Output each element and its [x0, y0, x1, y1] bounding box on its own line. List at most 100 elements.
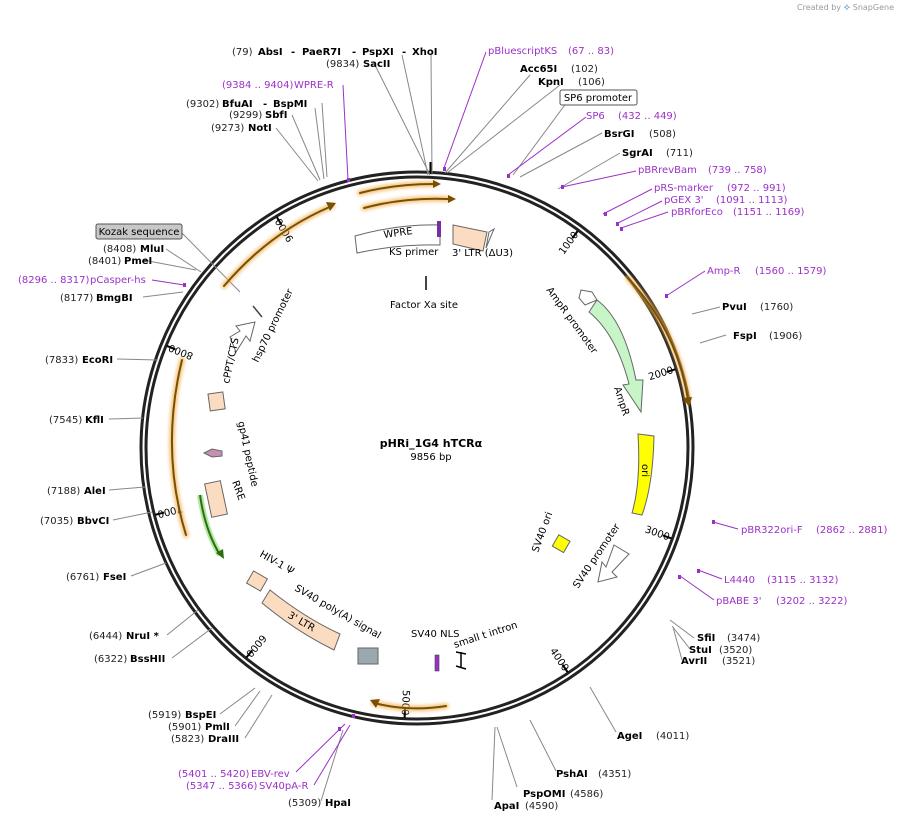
feature-label: small t intron	[453, 620, 519, 651]
site-name: PshAI	[556, 769, 588, 780]
svg-text:-: -	[402, 47, 406, 58]
site-pos: (1906)	[769, 331, 802, 342]
site-name: BspEI	[185, 710, 216, 721]
site-pos: (7833)	[45, 355, 78, 366]
site-pos: (5309)	[288, 798, 321, 809]
feature-label: 3' LTR (ΔU3)	[452, 248, 513, 259]
site-pos: (8408)	[103, 244, 136, 255]
site-name: SacII	[363, 59, 390, 70]
feature-shapes	[202, 221, 655, 672]
plasmid-name: pHRi_1G4 hTCRα	[380, 437, 483, 450]
green-arc	[197, 494, 224, 559]
tick-mark	[245, 649, 253, 658]
tick-mark	[571, 230, 579, 239]
site-name: AvrII	[681, 656, 707, 667]
boxed-label-kozak[interactable]: Kozak sequence	[95, 223, 183, 240]
feature-label: gp41 peptide	[235, 420, 260, 487]
primer-name: Amp-R	[707, 266, 741, 277]
site-name: FseI	[103, 572, 126, 583]
site-pos: (9302)	[186, 99, 219, 110]
sp6-promoter-label: SP6 promoter	[564, 93, 633, 104]
site-pos: (9834)	[326, 59, 359, 70]
site-name: PspXI	[362, 47, 394, 58]
site-name: HpaI	[325, 798, 351, 809]
site-pos: (4351)	[598, 769, 631, 780]
svg-text:-: -	[291, 47, 295, 58]
site-name: SfiI	[697, 633, 715, 644]
primer-name: pGEX 3'	[664, 195, 704, 206]
tick-label: 6000	[243, 632, 268, 659]
primer-range: (1560 .. 1579)	[755, 266, 827, 277]
tick-label: 5000	[399, 690, 411, 716]
tick-mark	[155, 511, 165, 516]
site-pos: (7188)	[47, 486, 80, 497]
site-pos: (4586)	[570, 789, 603, 800]
kozak-sequence-label: Kozak sequence	[99, 227, 180, 238]
site-name: KpnI	[538, 77, 564, 88]
primer-name: pBluescriptKS	[488, 46, 557, 57]
site-pos: (9299)	[229, 110, 262, 121]
site-name: XhoI	[412, 47, 437, 58]
snapgene-brand: Created by ⟡ SnapGene	[797, 2, 894, 13]
brand-prefix: Created by	[797, 3, 842, 12]
site-name: BbvCI	[77, 516, 109, 527]
primer-name: pBABE 3'	[716, 596, 762, 607]
primer-name: pCasper-hs	[90, 275, 146, 286]
site-pos: (4590)	[525, 801, 558, 812]
site-pos: (79)	[232, 47, 253, 58]
orf-arcs	[168, 180, 692, 712]
tick-mark	[276, 216, 283, 226]
svg-text:-: -	[263, 99, 267, 110]
site-name: PvuI	[722, 302, 747, 313]
site-name: BspMI	[273, 99, 307, 110]
site-pos: (5901)	[168, 722, 201, 733]
primer-labels[interactable]: pBluescriptKS (67 .. 83) SP6 (432 .. 449…	[18, 46, 888, 792]
tick-mark	[666, 368, 676, 373]
primer-connectors	[151, 51, 739, 786]
site-name: NotI	[248, 123, 272, 134]
primer-range: (739 .. 758)	[708, 165, 767, 176]
feature-label: Factor Xa site	[390, 300, 458, 311]
site-name: PaeR7I	[302, 47, 341, 58]
feature-label: hsp70 promoter	[251, 287, 296, 365]
primer-range: (972 .. 991)	[727, 183, 786, 194]
site-pos: (102)	[571, 64, 598, 75]
plasmid-backbone	[139, 170, 695, 726]
site-pos: (711)	[666, 148, 693, 159]
tick-label: 4000	[547, 646, 570, 673]
primer-name: EBV-rev	[251, 769, 290, 780]
site-name: AgeI	[617, 731, 642, 742]
tick-mark	[166, 345, 176, 351]
site-name: PspOMI	[523, 789, 565, 800]
site-name: KflI	[85, 415, 104, 426]
primer-range: (432 .. 449)	[618, 111, 677, 122]
primer-range: (1091 .. 1113)	[716, 195, 788, 206]
primer-name: WPRE-R	[294, 80, 334, 91]
primer-range: (2862 .. 2881)	[816, 525, 888, 536]
feature-label: WPRE	[383, 226, 413, 241]
site-name: BsrGI	[604, 129, 634, 140]
snapgene-logo-icon: ⟡	[843, 2, 851, 13]
site-pos: (7545)	[49, 415, 82, 426]
tick-label: 2000	[647, 365, 675, 383]
site-pos: (6444)	[89, 631, 122, 642]
site-pos: (5919)	[148, 710, 181, 721]
primer-range: (5347 .. 5366)	[186, 781, 258, 792]
site-pos: (4011)	[656, 731, 689, 742]
tick-mark	[662, 534, 672, 540]
primer-range: (3202 .. 3222)	[776, 596, 848, 607]
site-pos: (3520)	[719, 645, 752, 656]
site-pos: (8401)	[88, 256, 121, 267]
site-name: BssHII	[130, 654, 165, 665]
site-pos: (1760)	[760, 302, 793, 313]
site-pos: (9273)	[211, 123, 244, 134]
primer-name: pBRrevBam	[638, 165, 697, 176]
site-name: FspI	[733, 331, 757, 342]
primer-range: (1151 .. 1169)	[733, 207, 805, 218]
restriction-sites[interactable]: (79) AbsI - PaeR7I - PspXI - XhoI (9834)…	[40, 47, 802, 812]
site-pos: (106)	[578, 77, 605, 88]
primer-name: SV40pA-R	[259, 781, 308, 792]
boxed-label-sp6[interactable]: SP6 promoter	[559, 89, 638, 106]
site-pos: (3521)	[722, 656, 755, 667]
